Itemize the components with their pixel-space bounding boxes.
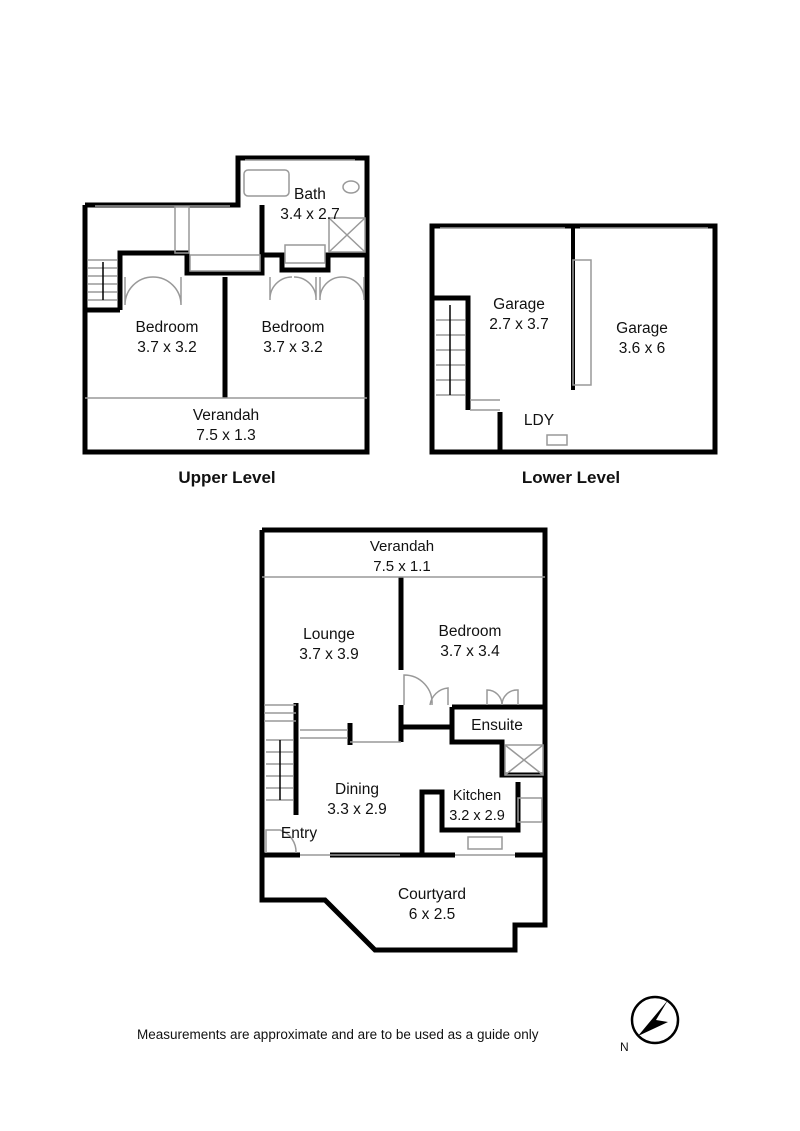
- room-name: Lounge: [303, 626, 355, 643]
- room-name: Courtyard: [397, 886, 467, 903]
- room-name: Dining: [335, 781, 379, 798]
- room-label-entry: Entry: [280, 825, 318, 842]
- bathtub: [243, 169, 290, 197]
- toilet: [342, 180, 360, 194]
- upper-stairs: [88, 259, 117, 301]
- room-label-bath: Bath 3.4 x 2.7: [280, 185, 339, 225]
- room-name: Kitchen: [452, 788, 502, 804]
- room-label-courtyard: Courtyard 6 x 2.5: [398, 885, 466, 925]
- room-label-garage-2: Garage 3.6 x 6: [616, 319, 668, 359]
- garage-partition: [572, 259, 592, 386]
- upper-bedroom-2-doors: [269, 276, 317, 301]
- upper-level-walls: [82, 155, 370, 455]
- room-size: 2.7 x 3.7: [489, 316, 549, 333]
- room-label-upper-verandah: Verandah 7.5 x 1.3: [193, 406, 259, 446]
- room-label-ground-verandah: Verandah 7.5 x 1.1: [370, 537, 434, 577]
- room-size: 3.4 x 2.7: [280, 206, 340, 223]
- room-name: Garage: [493, 296, 545, 313]
- room-name: Garage: [616, 320, 668, 337]
- room-size: 6 x 2.5: [408, 906, 456, 923]
- room-name: Bath: [294, 186, 326, 203]
- room-size: 3.7 x 3.2: [263, 339, 323, 356]
- room-size: 7.5 x 1.1: [373, 558, 431, 575]
- ground-bedroom-doors: [403, 674, 449, 706]
- room-label-lounge: Lounge 3.7 x 3.9: [299, 625, 358, 665]
- laundry-tub: [546, 434, 568, 446]
- room-size: 3.7 x 3.9: [299, 646, 359, 663]
- kitchen-sink: [467, 836, 503, 850]
- upper-bedroom-1-doors: [124, 276, 182, 306]
- lower-level-title: Lower Level: [521, 468, 621, 487]
- room-size: 3.2 x 2.9: [449, 808, 505, 824]
- room-label-ensuite: Ensuite: [471, 717, 523, 734]
- room-name: Bedroom: [438, 623, 502, 640]
- room-label-upper-bedroom-1: Bedroom 3.7 x 3.2: [136, 318, 199, 358]
- upper-bedroom-2-robe-doors: [319, 276, 365, 301]
- room-label-dining: Dining 3.3 x 2.9: [327, 780, 386, 820]
- ground-stairs: [264, 704, 348, 801]
- ensuite-doors: [486, 689, 519, 706]
- cooktop: [517, 797, 543, 823]
- room-label-upper-bedroom-2: Bedroom 3.7 x 3.2: [262, 318, 325, 358]
- upper-shower: [328, 217, 366, 253]
- room-size: 3.3 x 2.9: [327, 801, 387, 818]
- entry-door: [265, 829, 297, 854]
- north-compass-icon: [630, 995, 680, 1045]
- disclaimer-text: Measurements are approximate and are to …: [137, 1027, 539, 1042]
- ensuite-shower: [504, 744, 544, 776]
- room-name: Bedroom: [261, 319, 325, 336]
- room-label-ground-bedroom: Bedroom 3.7 x 3.4: [439, 622, 502, 662]
- room-label-laundry: LDY: [523, 412, 555, 429]
- bath-vanity: [284, 244, 326, 264]
- room-label-kitchen: Kitchen 3.2 x 2.9: [449, 786, 505, 826]
- room-size: 3.7 x 3.4: [440, 643, 500, 660]
- upper-level-title: Upper Level: [178, 468, 276, 487]
- compass-north-label: N: [620, 1040, 629, 1054]
- room-size: 3.6 x 6: [618, 340, 666, 357]
- room-size: 7.5 x 1.3: [196, 427, 256, 444]
- room-label-garage-1: Garage 2.7 x 3.7: [489, 295, 548, 335]
- room-name: Verandah: [192, 407, 260, 424]
- room-size: 3.7 x 3.2: [137, 339, 197, 356]
- room-name: Verandah: [369, 538, 435, 555]
- room-name: Bedroom: [135, 319, 199, 336]
- lower-stairs: [436, 305, 500, 411]
